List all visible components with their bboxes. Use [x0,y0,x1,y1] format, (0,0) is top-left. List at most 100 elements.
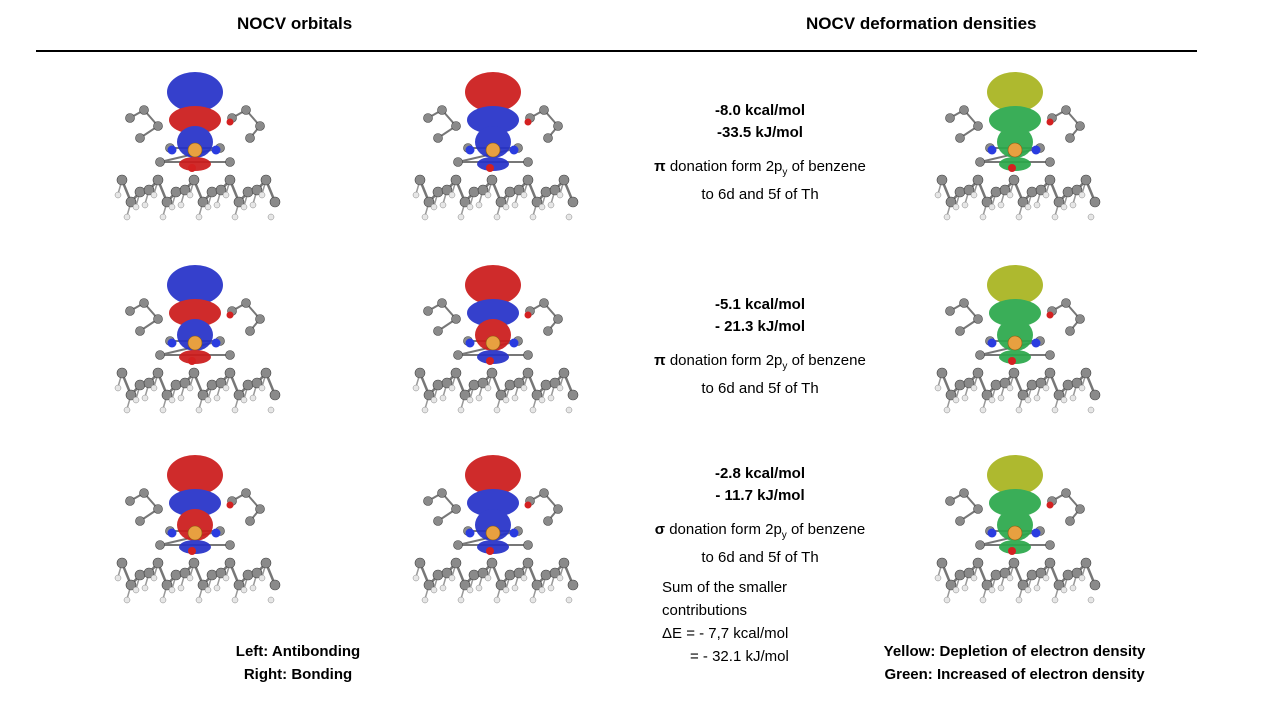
carbon-atom [495,579,507,591]
carbon-atom [1035,567,1047,579]
summary-line4: = - 32.1 kJ/mol [690,648,789,665]
lobe-top [987,72,1043,112]
carbon-atom [255,314,265,324]
row2-desc-a: donation form 2p [665,352,783,369]
hydrogen-atom [267,213,275,221]
row3-description-line2: to 6d and 5f of Th [701,549,819,566]
row3-antibonding-lobes [167,455,223,554]
row2-desc-b: of benzene [787,352,866,369]
carbon-atom [134,569,146,581]
carbon-atom [1044,367,1056,379]
hydrogen-atom [961,584,969,592]
hydrogen-atom [961,201,969,209]
hydrogen-atom [448,574,456,582]
carbon-atom [1035,184,1047,196]
hydrogen-atom [493,406,501,414]
hydrogen-atom [1078,574,1086,582]
hydrogen-atom [186,574,194,582]
carbon-atom [495,196,507,208]
carbon-atom [1053,196,1065,208]
nitrogen-atom [1031,338,1041,348]
hydrogen-atom [186,191,194,199]
carbon-atom [125,196,137,208]
thorium-atom [187,525,203,541]
carbon-atom [558,174,570,186]
row1-density-skeleton [934,105,1101,221]
carbon-atom [522,174,534,186]
carbon-atom [973,121,983,131]
carbon-atom [543,516,553,526]
carbon-atom [936,367,948,379]
hydrogen-atom [448,191,456,199]
nitrogen-atom [509,528,519,538]
carbon-atom [153,121,163,131]
carbon-atom [152,367,164,379]
carbon-atom [1062,186,1074,198]
carbon-atom [414,557,426,569]
carbon-atom [143,377,155,389]
hydrogen-atom [141,584,149,592]
lobe-bottom [477,540,509,554]
carbon-atom [433,326,443,336]
hydrogen-atom [222,191,230,199]
carbon-atom [522,367,534,379]
carbon-atom [504,379,516,391]
carbon-atom [963,184,975,196]
lobe-top [465,265,521,305]
lobe-top [987,265,1043,305]
carbon-atom [999,184,1011,196]
row1-energy-block: -8.0 kcal/mol -33.5 kJ/mol π donation fo… [600,100,920,206]
carbon-atom [242,569,254,581]
hydrogen-atom [231,213,239,221]
carbon-atom [540,379,552,391]
carbon-atom [486,557,498,569]
hydrogen-atom [114,191,122,199]
nitrogen-atom [987,528,997,538]
hydrogen-atom [1051,406,1059,414]
carbon-atom [1045,350,1055,360]
carbon-atom [1065,516,1075,526]
lobe-bottom [999,540,1031,554]
row2-antibonding-lobes [167,265,223,364]
carbon-atom [567,196,579,208]
carbon-atom [954,569,966,581]
nitrogen-atom [987,338,997,348]
carbon-atom [999,567,1011,579]
carbon-atom [179,567,191,579]
hydrogen-atom [204,203,212,211]
carbon-atom [539,105,549,115]
hydrogen-atom [556,191,564,199]
row3-desc-a: donation form 2p [665,521,782,538]
hydrogen-atom [132,586,140,594]
carbon-atom [143,567,155,579]
carbon-atom [459,389,471,401]
hydrogen-atom [267,596,275,604]
hydrogen-atom [475,201,483,209]
carbon-atom [1075,314,1085,324]
carbon-atom [215,184,227,196]
carbon-atom [540,569,552,581]
hydrogen-atom [213,201,221,209]
carbon-atom [1080,174,1092,186]
oxygen-atom [226,118,234,126]
hydrogen-atom [538,586,546,594]
row2-symbol: π [654,352,666,369]
hydrogen-atom [484,574,492,582]
nitrogen-atom [167,528,177,538]
carbon-atom [945,496,955,506]
carbon-atom [161,196,173,208]
carbon-atom [423,496,433,506]
carbon-atom [477,184,489,196]
hydrogen-atom [565,213,573,221]
carbon-atom [468,186,480,198]
hydrogen-atom [988,203,996,211]
carbon-atom [513,377,525,389]
hydrogen-atom [123,596,131,604]
nitrogen-atom [167,338,177,348]
carbon-atom [945,196,957,208]
hydrogen-atom [934,191,942,199]
carbon-atom [543,133,553,143]
hydrogen-atom [997,394,1005,402]
oxygen-atom [524,118,532,126]
lobe-mid-lower [997,509,1033,541]
